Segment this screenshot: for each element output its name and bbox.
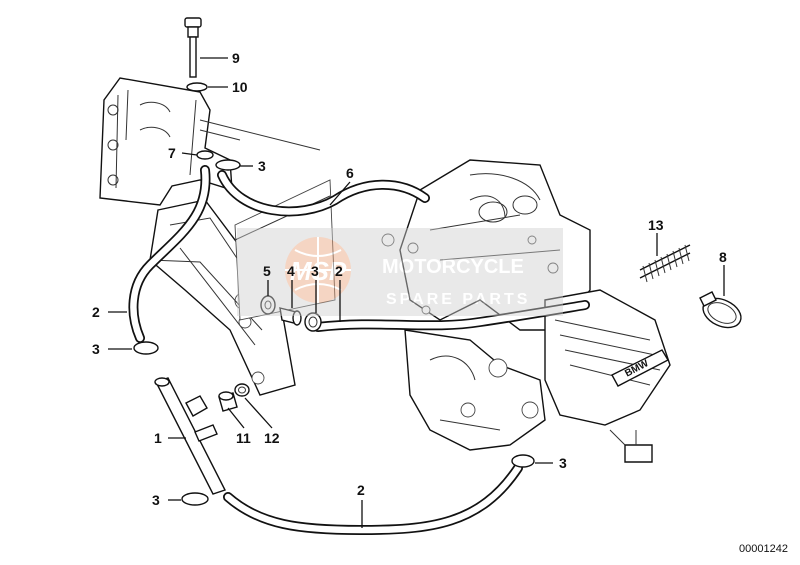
watermark: MSP MOTORCYCLE SPARE PARTS: [237, 228, 563, 316]
callout-1: 1: [154, 430, 162, 446]
watermark-band: [237, 228, 563, 316]
watermark-globe-icon: [285, 237, 351, 303]
callout-3-left: 3: [92, 341, 100, 357]
callout-2-mid: 2: [335, 263, 343, 279]
watermark-line2: SPARE PARTS: [386, 291, 530, 308]
callout-9: 9: [232, 50, 240, 66]
callout-8: 8: [719, 249, 727, 265]
diagram-reference-number: 00001242: [739, 543, 788, 555]
watermark-logo-text: MSP: [290, 256, 347, 286]
callout-13: 13: [648, 217, 664, 233]
frame-section: [99, 77, 321, 396]
callout-6: 6: [346, 165, 354, 181]
callout-7: 7: [168, 145, 176, 161]
callout-5: 5: [263, 263, 271, 279]
callout-10: 10: [232, 79, 248, 95]
breather-screw-head: [184, 17, 202, 28]
callout-11: 11: [236, 430, 251, 446]
callout-3-mid: 3: [311, 263, 319, 279]
leader-lines: [108, 57, 725, 528]
callout-3-bottom-left: 3: [152, 492, 160, 508]
callout-12: 12: [264, 430, 280, 446]
callout-3-top: 3: [258, 158, 266, 174]
watermark-line1: MOTORCYCLE: [382, 256, 524, 278]
callout-3-bottom-right: 3: [559, 455, 567, 471]
callouts: 9 10 7 3 6 13 8 5 4 3 2 2 3 1 11 12 3 2 …: [92, 50, 727, 508]
engine-block: BMW: [234, 159, 671, 463]
small-parts: [133, 17, 742, 506]
callout-2-bottom: 2: [357, 482, 365, 498]
callout-4: 4: [287, 263, 295, 279]
callout-2-left: 2: [92, 304, 100, 320]
